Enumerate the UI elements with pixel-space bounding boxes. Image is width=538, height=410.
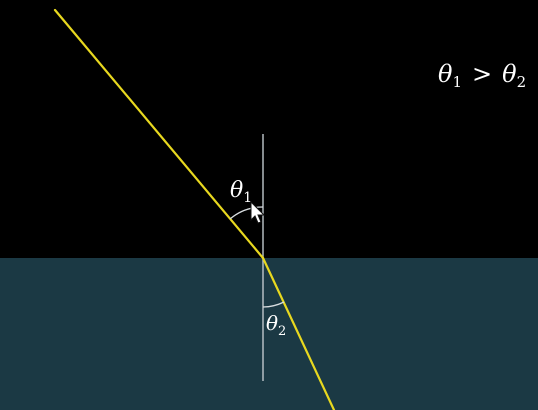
mouse-pointer-icon	[250, 200, 266, 224]
relation-left-subscript: 1	[452, 73, 462, 91]
angle-relation: θ1>θ2	[438, 60, 526, 91]
theta1-subscript: 1	[243, 190, 252, 206]
relation-right-symbol: θ	[502, 60, 517, 88]
relation-operator: >	[472, 60, 492, 88]
lower-medium	[0, 258, 538, 410]
relation-left-symbol: θ	[438, 60, 453, 88]
theta2-symbol: θ	[266, 311, 278, 335]
relation-right-subscript: 2	[517, 73, 527, 91]
theta1-label: θ1	[230, 178, 252, 206]
theta2-label: θ2	[266, 311, 286, 339]
theta1-symbol: θ	[230, 178, 243, 203]
upper-medium	[0, 0, 538, 258]
incident-ray	[53, 8, 265, 260]
theta2-subscript: 2	[278, 324, 286, 339]
theta1-arc	[229, 206, 264, 220]
theta2-arc	[262, 301, 285, 308]
refracted-ray	[261, 256, 336, 410]
